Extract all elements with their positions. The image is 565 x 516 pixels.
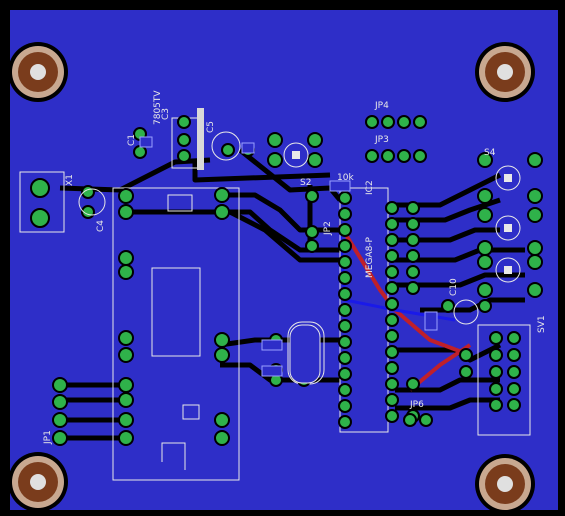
label-c3: C3 xyxy=(161,108,171,120)
label-c10: C10 xyxy=(449,278,459,296)
label-jp3: JP3 xyxy=(374,135,389,145)
label-vreg: 7805TV xyxy=(153,90,163,125)
mounting-hole-bottom-right xyxy=(475,454,535,514)
label-x1: X1 xyxy=(65,174,75,186)
label-c4: C4 xyxy=(96,220,106,232)
label-sv1: SV1 xyxy=(537,315,547,333)
label-mega8: MEGA8-P xyxy=(365,236,375,278)
regulator-tab xyxy=(197,108,204,170)
mounting-hole-top-right xyxy=(475,42,535,102)
mounting-hole-top-left xyxy=(8,42,68,102)
label-jp4: JP4 xyxy=(374,101,389,111)
label-jp1: JP1 xyxy=(43,430,53,445)
label-jp6: JP6 xyxy=(409,400,424,410)
label-c5: C5 xyxy=(206,121,216,133)
switch-bodies xyxy=(283,142,521,283)
mounting-hole-bottom-left xyxy=(8,452,68,512)
label-s4: S4 xyxy=(484,148,496,158)
switch-centers xyxy=(292,151,512,274)
copper-pour xyxy=(10,10,558,510)
electrolytic-capacitors xyxy=(78,131,479,325)
label-jp2: JP2 xyxy=(323,221,333,236)
label-c1: C1 xyxy=(127,134,137,146)
crystal-q1 xyxy=(289,324,321,384)
pads xyxy=(30,115,543,446)
label-10k: 10k xyxy=(337,173,354,183)
silkscreen xyxy=(19,117,531,481)
label-s2: S2 xyxy=(300,178,311,188)
label-ic2: IC2 xyxy=(365,180,375,195)
smd-parts xyxy=(139,136,438,377)
